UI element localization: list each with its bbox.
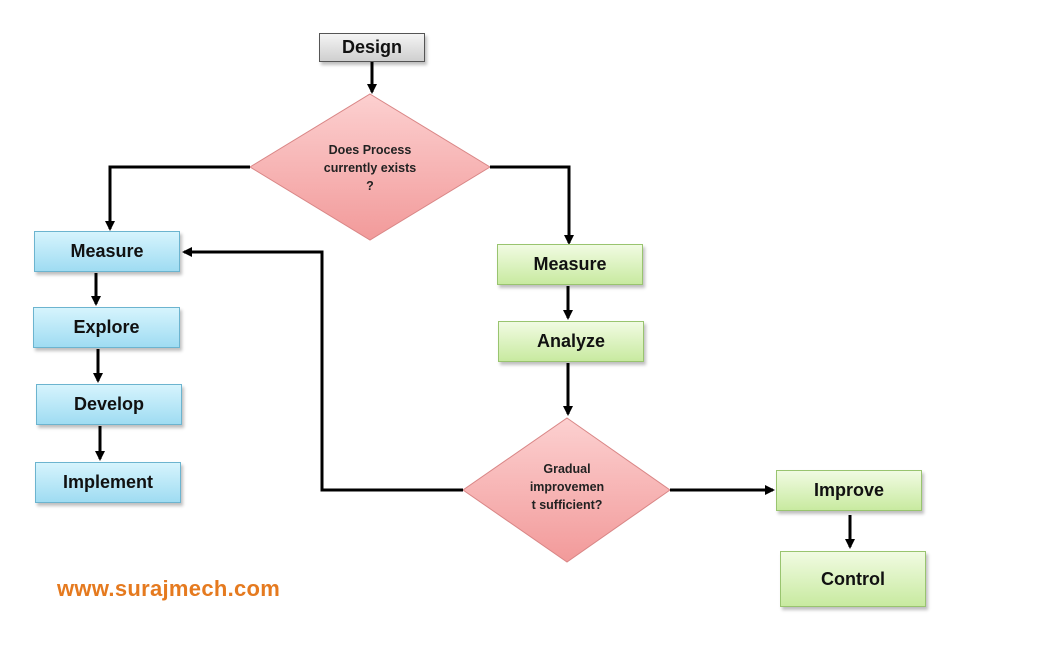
decision-improvement-line-1: Gradual <box>543 462 591 476</box>
decision-improvement-label: Gradual improvemen t sufficient? <box>507 460 627 514</box>
analyze-box: Analyze <box>498 321 644 362</box>
right-measure-box: Measure <box>497 244 643 285</box>
connector-decision-to-left-measure-loop <box>182 247 463 492</box>
explore-box: Explore <box>33 307 180 348</box>
left-measure-box: Measure <box>34 231 180 272</box>
connector-decision-to-left-measure <box>105 165 250 231</box>
watermark-url: www.surajmech.com <box>57 576 281 601</box>
improve-box: Improve <box>776 470 922 511</box>
decision-process-line-1: Does Process <box>328 143 412 157</box>
connector-decision-to-right-measure <box>490 165 574 245</box>
decision-improvement-line-3: t sufficient? <box>531 498 603 512</box>
control-box: Control <box>780 551 926 607</box>
implement-box: Implement <box>35 462 181 503</box>
develop-box: Develop <box>36 384 182 425</box>
decision-diamond-process-exists <box>249 93 491 241</box>
decision-process-line-3: ? <box>366 179 374 193</box>
decision-process-line-2: currently exists <box>323 161 417 175</box>
decision-process-exists-label: Does Process currently exists ? <box>300 141 440 195</box>
decision-improvement-line-2: improvemen <box>529 480 605 494</box>
design-box: Design <box>319 33 425 62</box>
decision-diamond-improvement-sufficient <box>462 417 671 563</box>
